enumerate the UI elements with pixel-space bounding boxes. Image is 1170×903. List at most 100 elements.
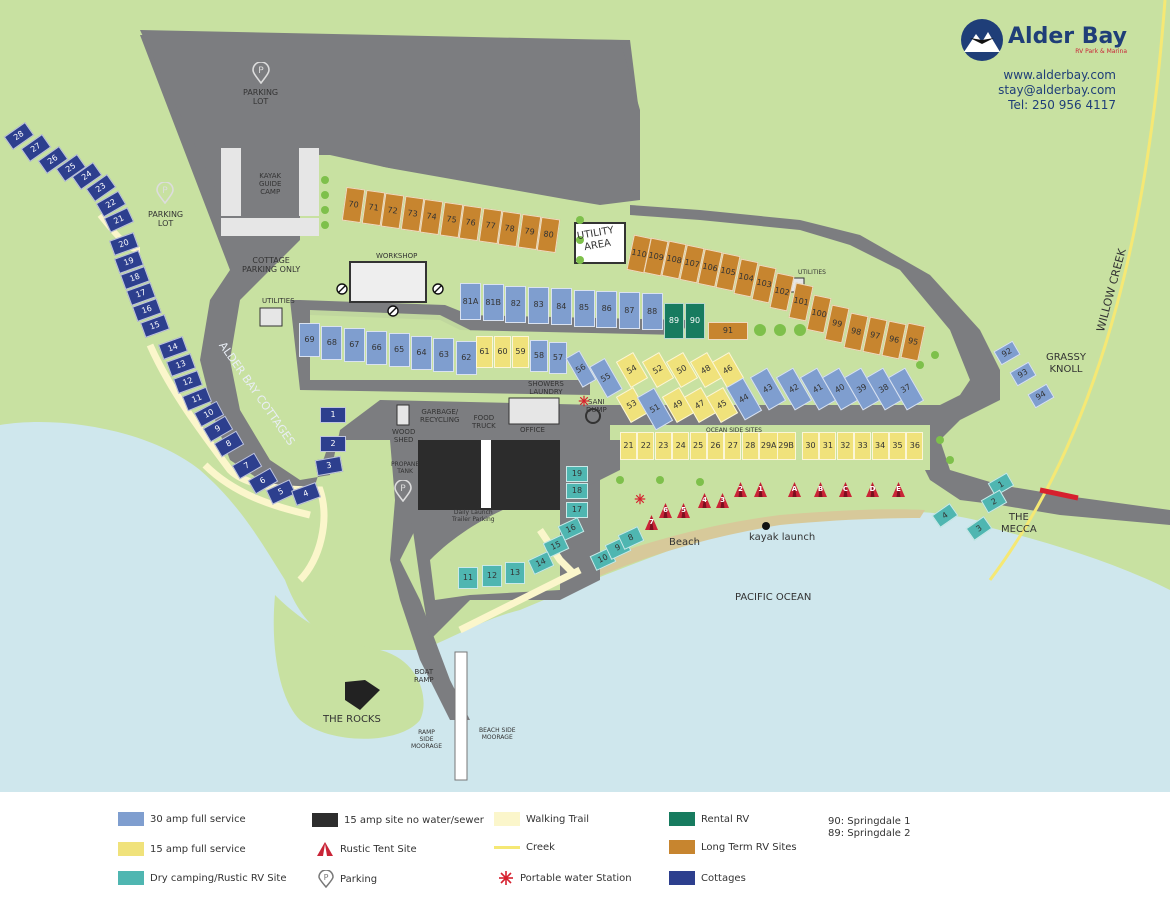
swatch-longterm (669, 840, 695, 854)
legend-parking: P Parking (318, 870, 377, 888)
dry-camping-site[interactable]: 17 (566, 502, 588, 518)
area-label-pacific-ocean: PACIFIC OCEAN (735, 592, 812, 603)
amp15-site[interactable]: 29A (759, 432, 779, 460)
dry-camping-site[interactable]: 18 (566, 483, 588, 499)
svg-text:P: P (324, 873, 329, 882)
tent-site[interactable]: A (787, 481, 802, 498)
tent-site[interactable]: B (813, 481, 828, 498)
amp30-site[interactable]: 66 (366, 330, 388, 365)
legend-longterm-label: Long Term RV Sites (701, 841, 797, 853)
tent-site[interactable]: 6 (658, 502, 673, 519)
rental-site[interactable]: 90 (685, 303, 705, 339)
amp30-site[interactable]: 67 (343, 328, 365, 362)
amp15-site[interactable]: 32 (836, 432, 854, 460)
amp15-site[interactable]: 60 (494, 336, 511, 368)
legend-dry-label: Dry camping/Rustic RV Site (150, 872, 287, 884)
email-link[interactable]: stay@alderbay.com (998, 83, 1116, 97)
amp30-site[interactable]: 84 (550, 288, 572, 326)
tent-site[interactable]: 1 (753, 481, 768, 498)
parking-icon: P (318, 870, 334, 888)
tent-site[interactable]: 4 (697, 492, 712, 509)
tent-site[interactable]: 2 (733, 481, 748, 498)
legend: 30 amp full service 15 amp full service … (0, 792, 1170, 903)
svg-text:P: P (400, 484, 406, 494)
tent-site-label: A (791, 485, 798, 493)
amp30-site[interactable]: 58 (530, 340, 548, 372)
amp30-site[interactable]: 88 (641, 293, 663, 331)
tent-site[interactable]: E (891, 481, 906, 498)
legend-amp30-label: 30 amp full service (150, 813, 246, 825)
legend-trail-label: Walking Trail (526, 813, 590, 825)
amp15-site[interactable]: 24 (672, 432, 690, 460)
tent-icon (814, 482, 827, 497)
tent-site[interactable]: 3 (715, 492, 730, 509)
amp15-site[interactable]: 31 (819, 432, 837, 460)
amp30-site[interactable]: 62 (455, 340, 477, 375)
dry-camping-site[interactable]: 12 (482, 565, 502, 587)
amp30-site[interactable]: 65 (388, 333, 410, 367)
amp30-site[interactable]: 69 (299, 323, 320, 357)
area-label-cottage-parking: COTTAGE PARKING ONLY (242, 256, 301, 275)
amp15-site[interactable]: 22 (637, 432, 655, 460)
website-link[interactable]: www.alderbay.com (1003, 68, 1116, 82)
amp30-site[interactable]: 57 (549, 342, 567, 374)
tent-site[interactable]: 5 (676, 502, 691, 519)
amp30-site[interactable]: 81B (482, 284, 504, 322)
legend-dry: Dry camping/Rustic RV Site (118, 871, 287, 885)
amp15-site[interactable]: 59 (512, 336, 529, 368)
amp30-site[interactable]: 85 (573, 289, 595, 327)
rental-site[interactable]: 89 (664, 303, 684, 339)
legend-water-station: Portable water Station (498, 870, 632, 886)
amp15-site[interactable]: 23 (654, 432, 672, 460)
amp30-site[interactable]: 68 (321, 325, 343, 360)
amp30-site[interactable]: 64 (411, 335, 432, 370)
amp15-site[interactable]: 34 (871, 432, 889, 460)
amp15-site[interactable]: 25 (689, 432, 707, 460)
legend-cottages-label: Cottages (701, 872, 746, 884)
swatch-amp30 (118, 812, 144, 826)
area-label-kayak-camp: KAYAK GUIDE CAMP (259, 172, 282, 197)
tent-site[interactable]: C (838, 481, 853, 498)
tent-site-label: 5 (681, 506, 686, 514)
amp15-site[interactable]: 27 (724, 432, 742, 460)
dry-camping-site[interactable]: 13 (505, 562, 525, 584)
amp15-site[interactable]: 33 (854, 432, 872, 460)
tent-site-label: 7 (649, 518, 654, 526)
area-label-utilities-right: UTILITIES (798, 269, 826, 276)
amp15-site[interactable]: 28 (741, 432, 759, 460)
tent-site-label: 3 (720, 496, 725, 504)
amp30-site[interactable]: 87 (618, 292, 640, 330)
tent-site[interactable]: 7 (644, 514, 659, 531)
tent-icon (659, 503, 672, 518)
kayak-launch-marker (762, 522, 770, 530)
amp15-site[interactable]: 35 (889, 432, 906, 460)
area-label-workshop: WORKSHOP (376, 252, 418, 260)
water-station-icon (578, 392, 590, 411)
amp30-site[interactable]: 86 (596, 290, 618, 328)
longterm-site[interactable]: 91 (708, 322, 748, 340)
dry-camping-site[interactable]: 19 (566, 466, 588, 482)
cottage-site[interactable]: 2 (320, 436, 346, 452)
amp15-site[interactable]: 29B (776, 432, 796, 460)
area-label-parking-lot-top: PARKING LOT (243, 88, 279, 107)
tent-icon (892, 482, 905, 497)
tent-site[interactable]: D (865, 481, 880, 498)
legend-amp30: 30 amp full service (118, 812, 246, 826)
amp15-site[interactable]: 21 (620, 432, 637, 460)
tent-icon (734, 482, 747, 497)
amp15-site[interactable]: 36 (906, 432, 924, 460)
amp30-site[interactable]: 63 (433, 338, 455, 372)
amp15-site[interactable]: 61 (476, 336, 493, 368)
tent-site-label: C (842, 485, 849, 493)
amp30-site[interactable]: 81A (460, 283, 481, 320)
water-station-icon (499, 871, 513, 885)
phone-number: Tel: 250 956 4117 (1008, 98, 1116, 112)
amp30-site[interactable]: 83 (528, 286, 550, 324)
amp30-site[interactable]: 82 (505, 285, 527, 323)
area-label-sani-dump: SANI DUMP (586, 398, 607, 415)
cottage-site[interactable]: 1 (320, 407, 346, 423)
amp15-site[interactable]: 26 (707, 432, 724, 460)
legend-amp15: 15 amp full service (118, 842, 246, 856)
amp15-site[interactable]: 30 (802, 432, 819, 460)
dry-camping-site[interactable]: 11 (458, 567, 478, 589)
